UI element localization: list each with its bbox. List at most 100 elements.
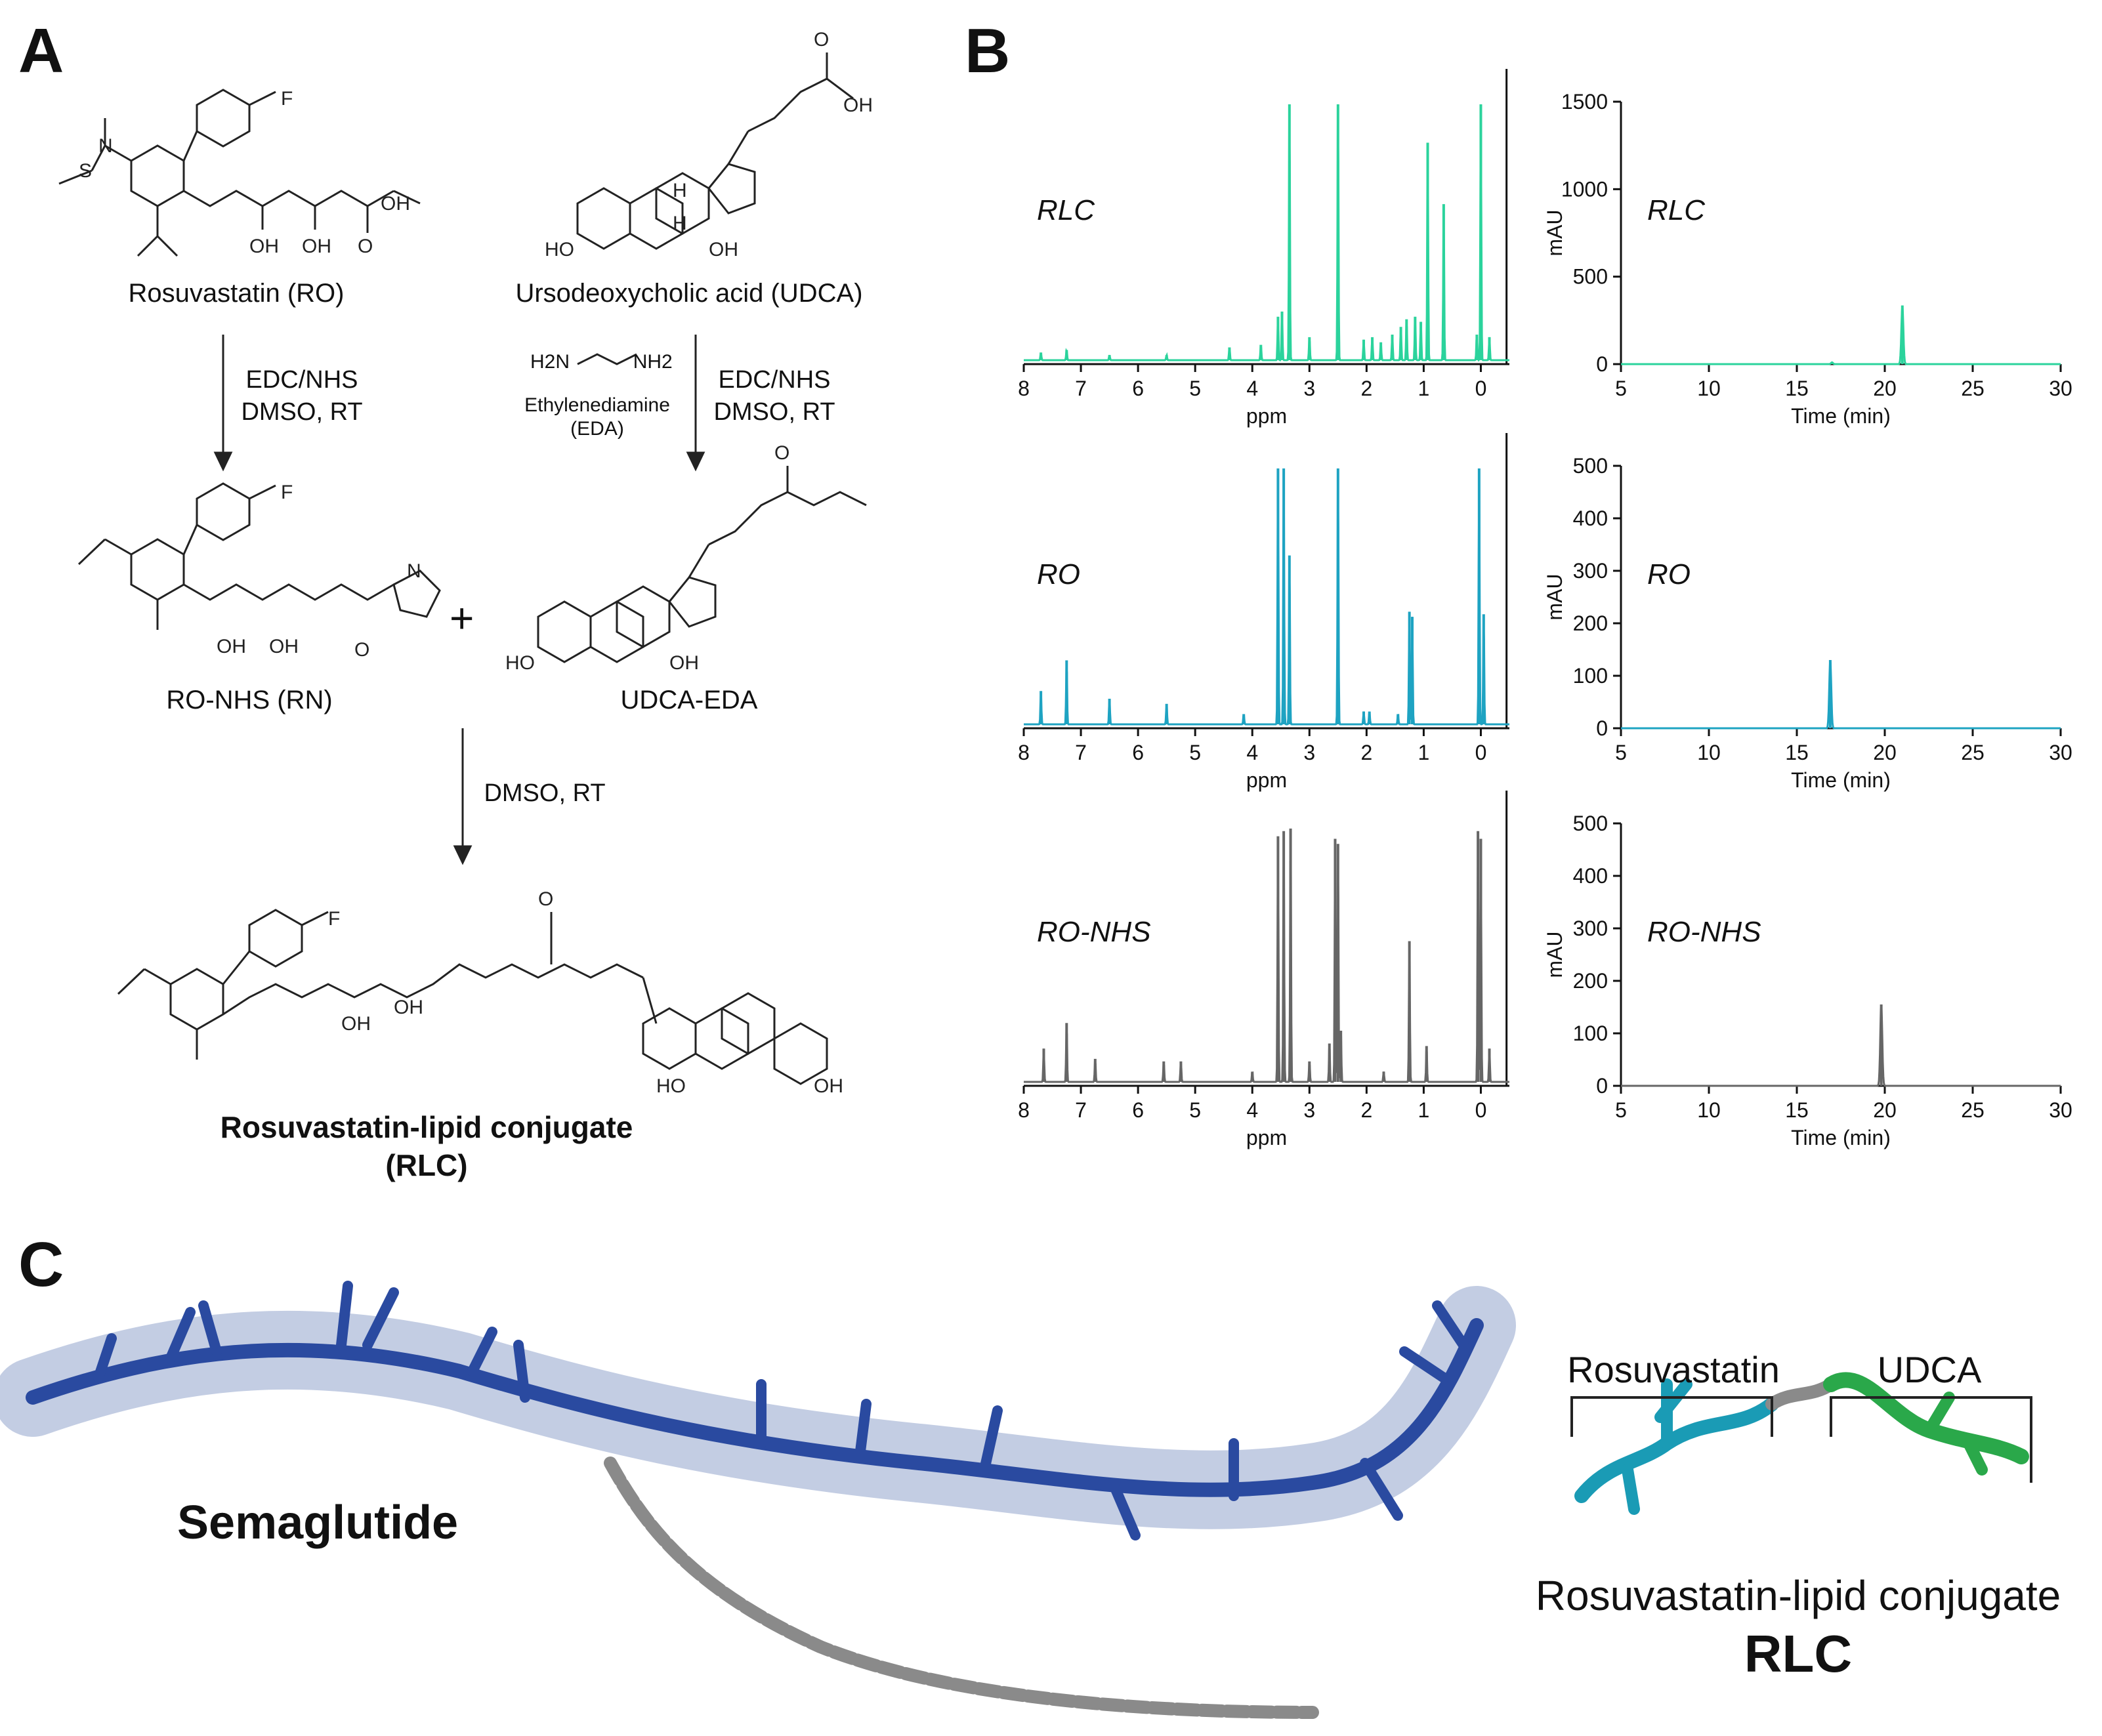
y-tick-label: 400	[1573, 864, 1608, 888]
x-tick-label: 2	[1360, 377, 1372, 400]
y-tick-label: 300	[1573, 917, 1608, 940]
x-tick-label: 30	[2049, 1098, 2072, 1122]
atom-f-rn: F	[281, 482, 293, 503]
y-axis-label: mAU	[1543, 209, 1566, 256]
x-tick-label: 1	[1418, 377, 1430, 400]
y-tick-label: 200	[1573, 611, 1608, 635]
y-tick-label: 0	[1596, 1074, 1608, 1098]
x-tick-label: 4	[1246, 377, 1258, 400]
panel-label-b: B	[965, 16, 1011, 86]
atom-oh-rn-2: OH	[269, 636, 299, 657]
reaction-scheme: F N S OH OH O OH HO OH O OH H H	[58, 29, 873, 1097]
x-tick-label: 5	[1189, 741, 1201, 764]
series-line	[1024, 839, 1509, 1083]
rlc-model-caption: Rosuvastatin-lipid conjugate	[1535, 1572, 2061, 1619]
rosuvastatin-label: Rosuvastatin (RO)	[128, 279, 345, 308]
ro-nhs-label: RO-NHS (RN)	[166, 686, 333, 714]
rlc-label: Rosuvastatin-lipid conjugate (RLC)	[131, 1109, 722, 1184]
y-tick-label: 200	[1573, 969, 1608, 993]
atom-f: F	[281, 88, 293, 110]
atom-oh-acid: OH	[843, 94, 873, 116]
series-line	[1621, 1004, 2061, 1087]
x-tick-label: 30	[2049, 741, 2072, 764]
udca-eda-structure: HO OH O	[505, 442, 867, 674]
x-tick-label: 3	[1303, 741, 1315, 764]
rlc-label-line-1: Rosuvastatin-lipid conjugate	[220, 1110, 633, 1144]
rlc-structure: F OH OH O HO OH	[117, 888, 843, 1097]
atom-oh-1: OH	[249, 236, 279, 257]
x-axis-label: Time (min)	[1791, 1126, 1891, 1149]
atom-h-2: H	[673, 213, 687, 234]
x-tick-label: 15	[1785, 1098, 1809, 1122]
y-tick-label: 0	[1596, 352, 1608, 376]
x-tick-label: 25	[1961, 377, 1985, 400]
eda-structure	[577, 353, 637, 365]
atom-o: O	[358, 236, 373, 257]
udca-label: Ursodeoxycholic acid (UDCA)	[515, 279, 863, 308]
series-label: RO-NHS	[1647, 916, 1761, 948]
eda-h2n: H2N	[530, 351, 570, 373]
x-axis-label: Time (min)	[1791, 768, 1891, 792]
y-tick-label: 500	[1573, 454, 1608, 478]
series-label: RLC	[1647, 194, 1706, 226]
atom-ho-udca: HO	[545, 239, 574, 260]
atom-oh-ue: OH	[669, 652, 699, 674]
y-axis-label: mAU	[1543, 573, 1566, 620]
atom-oh-rn-1: OH	[217, 636, 246, 657]
y-tick-label: 400	[1573, 506, 1608, 530]
x-tick-label: 1	[1418, 741, 1430, 764]
udca-eda-label: UDCA-EDA	[620, 686, 758, 714]
semaglutide-label: Semaglutide	[177, 1497, 459, 1549]
x-tick-label: 2	[1360, 1098, 1372, 1122]
x-tick-label: 7	[1075, 741, 1087, 764]
series-line	[1621, 305, 2061, 365]
rlc-label-line-2: (RLC)	[385, 1147, 468, 1182]
y-tick-label: 500	[1573, 265, 1608, 289]
atom-ho-rlc: HO	[656, 1075, 686, 1097]
rosuvastatin-bracket-label: Rosuvastatin	[1567, 1349, 1780, 1390]
x-axis-label: ppm	[1246, 768, 1287, 792]
atom-o-rn: O	[354, 639, 369, 661]
x-tick-label: 5	[1189, 1098, 1201, 1122]
x-tick-label: 5	[1615, 377, 1627, 400]
udca-structure: HO OH O OH H H	[545, 29, 873, 260]
x-tick-label: 6	[1132, 1098, 1144, 1122]
semaglutide-lipid-chain	[604, 1457, 1319, 1719]
x-tick-label: 0	[1475, 377, 1487, 400]
semaglutide-model	[0, 1281, 1516, 1540]
series-label: RLC	[1037, 194, 1095, 226]
atom-n-rn: N	[407, 560, 421, 582]
eda-label-line-1: Ethylenediamine	[524, 394, 670, 416]
atom-oh-rlc-3: OH	[814, 1075, 843, 1097]
x-tick-label: 2	[1360, 741, 1372, 764]
step1-right-reagents: EDC/NHS DMSO, RT	[709, 364, 840, 429]
x-tick-label: 7	[1075, 1098, 1087, 1122]
x-tick-label: 20	[1873, 1098, 1897, 1122]
x-tick-label: 6	[1132, 377, 1144, 400]
step1-left-reagents: EDC/NHS DMSO, RT	[236, 364, 368, 429]
molecular-models	[0, 1281, 2032, 1719]
atom-oh-3: OH	[381, 193, 410, 215]
series-label: RO	[1037, 558, 1080, 590]
atom-o-udca: O	[814, 29, 829, 51]
series-label: RO-NHS	[1037, 916, 1151, 948]
eda-label: Ethylenediamine (EDA)	[518, 394, 676, 441]
x-tick-label: 7	[1075, 377, 1087, 400]
step1-right-reagent-1: EDC/NHS	[718, 366, 831, 394]
atom-oh-2: OH	[302, 236, 331, 257]
udca-bracket-label: UDCA	[1877, 1349, 1982, 1390]
y-axis-label: mAU	[1543, 931, 1566, 978]
series-line	[1024, 104, 1509, 362]
x-tick-label: 5	[1189, 377, 1201, 400]
x-tick-label: 15	[1785, 741, 1809, 764]
x-tick-label: 3	[1303, 1098, 1315, 1122]
x-tick-label: 0	[1475, 741, 1487, 764]
x-tick-label: 4	[1246, 741, 1258, 764]
rlc-brackets	[1570, 1396, 2032, 1483]
x-tick-label: 10	[1697, 741, 1721, 764]
series-label: RO	[1647, 558, 1691, 590]
